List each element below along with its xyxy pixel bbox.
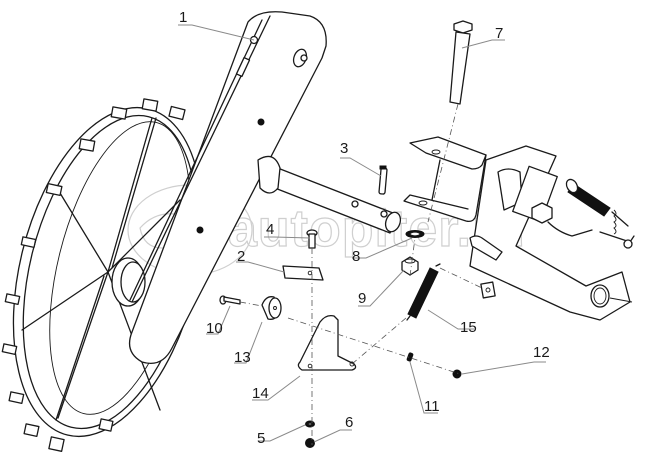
leader-12 <box>461 361 546 375</box>
bracket <box>403 136 487 223</box>
leader-3 <box>340 157 382 177</box>
callout-8: 8 <box>352 248 360 265</box>
callout-7: 7 <box>495 25 503 42</box>
leader-lines <box>178 24 546 443</box>
part-4-bolt <box>306 229 318 249</box>
part-14-lever <box>297 314 357 371</box>
wheel-hub <box>111 257 146 307</box>
part-3-pin <box>378 165 388 195</box>
chain-case-arm <box>128 11 327 365</box>
callout-14: 14 <box>252 385 269 402</box>
hex-nut-frame <box>531 202 553 224</box>
part-9-nut <box>401 256 419 276</box>
part-13-roller <box>261 296 282 320</box>
callout-5: 5 <box>257 430 265 447</box>
callout-9: 9 <box>358 290 366 307</box>
part-15-spring <box>406 263 441 321</box>
callout-13: 13 <box>234 349 251 366</box>
part-2-plate <box>282 265 324 281</box>
leader-14 <box>252 375 301 401</box>
leader-9 <box>358 269 405 307</box>
part-6-nut <box>305 438 315 448</box>
part-10-bolt <box>219 295 241 305</box>
spiked-wheel <box>1 98 204 452</box>
leader-5 <box>258 424 306 442</box>
callout-15: 15 <box>460 319 477 336</box>
part-11-pin <box>406 352 414 362</box>
leader-8 <box>352 237 413 259</box>
frame-assembly <box>469 145 635 321</box>
leader-4 <box>264 236 311 239</box>
callout-labels: 1 2 3 4 5 6 7 8 9 10 11 12 13 14 15 <box>179 9 550 447</box>
leader-13 <box>234 321 263 364</box>
leader-1 <box>178 24 255 41</box>
leader-10 <box>206 305 231 335</box>
callout-6: 6 <box>345 414 353 431</box>
part-12-nut <box>452 369 462 379</box>
leader-7 <box>461 39 505 49</box>
leader-6 <box>313 429 352 443</box>
assembly-axes <box>239 103 483 445</box>
callout-3: 3 <box>340 140 348 157</box>
leader-2 <box>236 261 285 273</box>
tension-spring <box>565 178 629 235</box>
callout-12: 12 <box>533 344 550 361</box>
leader-15 <box>427 309 474 330</box>
callout-11: 11 <box>424 398 440 415</box>
leader-11 <box>409 361 438 414</box>
callout-10: 10 <box>206 320 223 337</box>
callout-4: 4 <box>266 221 274 238</box>
part-7-bolt <box>449 20 473 105</box>
part-5-washer <box>305 420 315 428</box>
part-8-washer <box>405 230 425 238</box>
axle-tube <box>257 155 402 234</box>
callout-2: 2 <box>237 248 245 265</box>
callout-1: 1 <box>179 9 187 26</box>
